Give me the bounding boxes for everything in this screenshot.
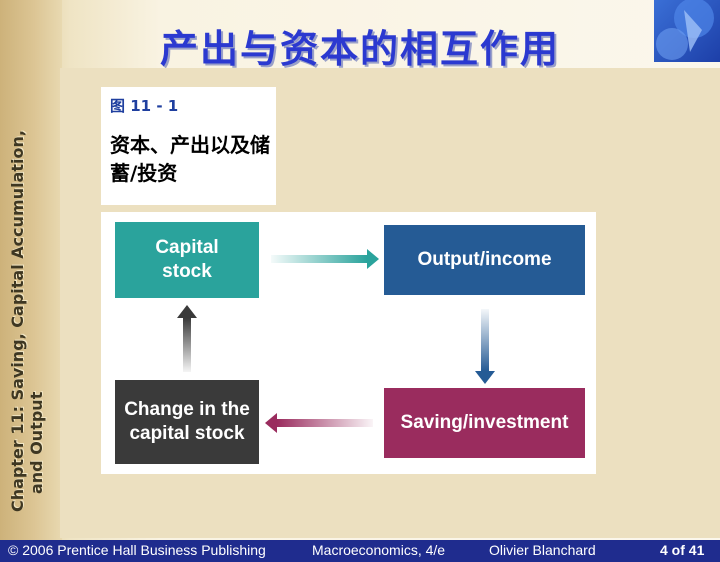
figure-number: 图 11 - 1 xyxy=(110,97,179,115)
logo-graphic xyxy=(656,0,714,60)
node-capital-stock-label: Capital stock xyxy=(155,237,219,282)
arrow-change-to-capital xyxy=(177,305,197,372)
chapter-sidebar-text: Chapter 11: Saving, Capital Accumulation… xyxy=(8,72,46,512)
footer-publisher: © 2006 Prentice Hall Business Publishing xyxy=(8,542,266,558)
arrow-capital-to-output xyxy=(271,249,379,269)
footer-page-number: 4 of 41 xyxy=(660,542,705,558)
footer-book: Macroeconomics, 4/e xyxy=(312,542,446,558)
diagram-arrows xyxy=(177,249,495,433)
node-saving-investment: Saving/investment xyxy=(384,388,585,458)
node-saving-investment-label: Saving/investment xyxy=(400,412,569,433)
node-output-income: Output/income xyxy=(384,225,585,295)
node-capital-stock: Capital stock xyxy=(115,222,259,298)
node-change-capital-stock-label: Change in the capital stock xyxy=(124,399,250,444)
figure-title: 资本、产出以及储蓄/投资 xyxy=(110,133,270,185)
footer-bar: © 2006 Prentice Hall Business Publishing… xyxy=(0,540,720,562)
flow-diagram: Capital stock Output/income Saving/inves… xyxy=(101,212,596,474)
footer-author: Olivier Blanchard xyxy=(489,542,596,558)
node-output-income-label: Output/income xyxy=(417,249,552,270)
chapter-line-1: Chapter 11: Saving, Capital Accumulation… xyxy=(8,130,27,512)
slide-title: 产出与资本的相互作用 xyxy=(159,27,560,71)
node-change-capital-stock: Change in the capital stock xyxy=(115,380,259,464)
arrow-output-to-saving xyxy=(475,309,495,384)
arrow-saving-to-change xyxy=(265,413,373,433)
chapter-line-2: and Output xyxy=(27,391,46,494)
left-sidebar xyxy=(0,0,62,540)
figure-label-card: 图 11 - 1 资本、产出以及储蓄/投资 xyxy=(101,87,276,205)
corner-logo xyxy=(654,0,720,62)
